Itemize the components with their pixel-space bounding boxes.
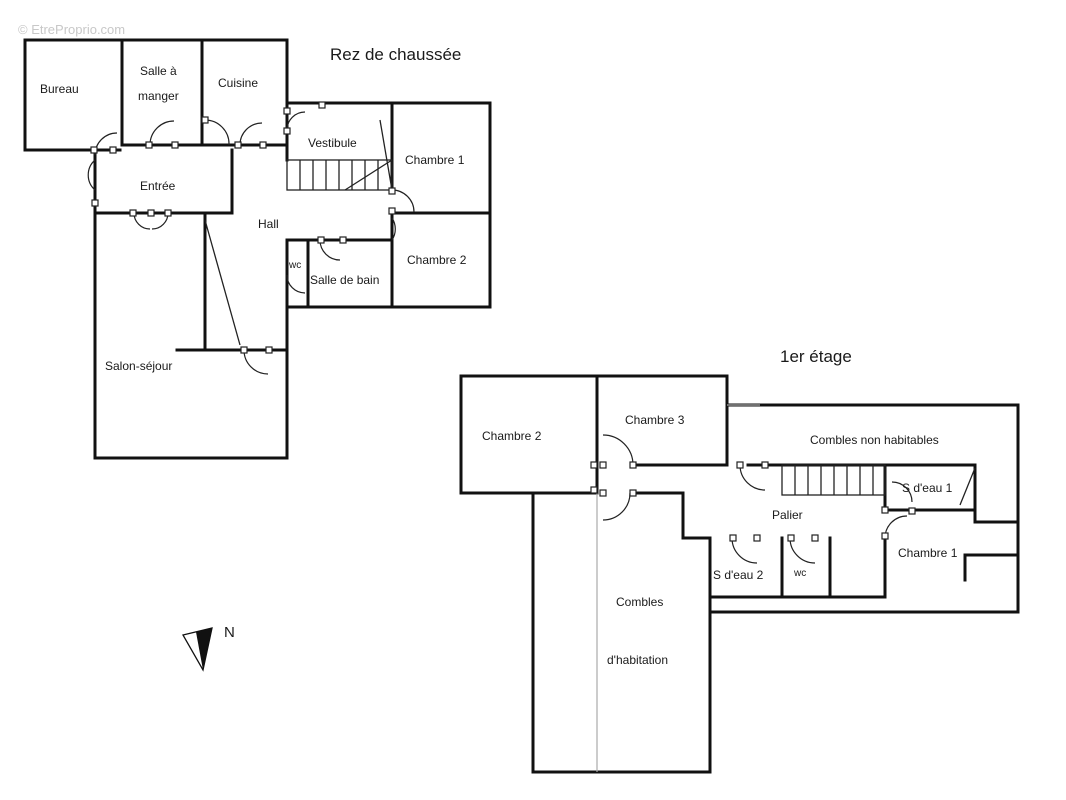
room-label-wc: wc bbox=[288, 260, 301, 271]
first-floor-plan: 1er étage Chambre 2 Chambre 3 Combles no… bbox=[459, 347, 1020, 774]
ground-floor-title: Rez de chaussée bbox=[330, 45, 461, 64]
room-label-cuisine: Cuisine bbox=[218, 76, 258, 90]
first-floor-title: 1er étage bbox=[780, 347, 852, 366]
room-label-chambre-2-upstairs: Chambre 2 bbox=[482, 429, 542, 443]
room-label-combles-non-habitables: Combles non habitables bbox=[810, 433, 939, 447]
compass-icon: N bbox=[182, 624, 235, 672]
room-label-chambre-3: Chambre 3 bbox=[625, 413, 685, 427]
watermark: © EtreProprio.com bbox=[18, 22, 126, 37]
room-label-chambre-1: Chambre 1 bbox=[405, 153, 465, 167]
room-label-s-deau-1: S d'eau 1 bbox=[902, 481, 953, 495]
room-label-combles-habitation-line2: d'habitation bbox=[607, 653, 668, 667]
ground-floor-plan: Rez de chaussée Bureau Salle à manger Cu… bbox=[23, 38, 492, 460]
room-label-wc-upstairs: wc bbox=[793, 568, 806, 579]
room-label-combles-habitation-line1: Combles bbox=[616, 595, 663, 609]
room-label-salle-de-bain: Salle de bain bbox=[310, 273, 379, 287]
room-label-salon-sejour: Salon-séjour bbox=[105, 359, 172, 373]
room-label-vestibule: Vestibule bbox=[308, 136, 357, 150]
room-label-salle-a-manger-line1: Salle à bbox=[140, 64, 177, 78]
room-label-palier: Palier bbox=[772, 508, 803, 522]
room-label-chambre-2: Chambre 2 bbox=[407, 253, 467, 267]
room-label-hall: Hall bbox=[258, 217, 279, 231]
room-label-salle-a-manger-line2: manger bbox=[138, 89, 179, 103]
room-label-entree: Entrée bbox=[140, 179, 176, 193]
room-label-chambre-1-upstairs: Chambre 1 bbox=[898, 546, 958, 560]
ground-outer-wall bbox=[23, 38, 492, 460]
compass-north-label: N bbox=[224, 624, 235, 641]
room-label-bureau: Bureau bbox=[40, 82, 79, 96]
room-label-s-deau-2: S d'eau 2 bbox=[713, 568, 764, 582]
